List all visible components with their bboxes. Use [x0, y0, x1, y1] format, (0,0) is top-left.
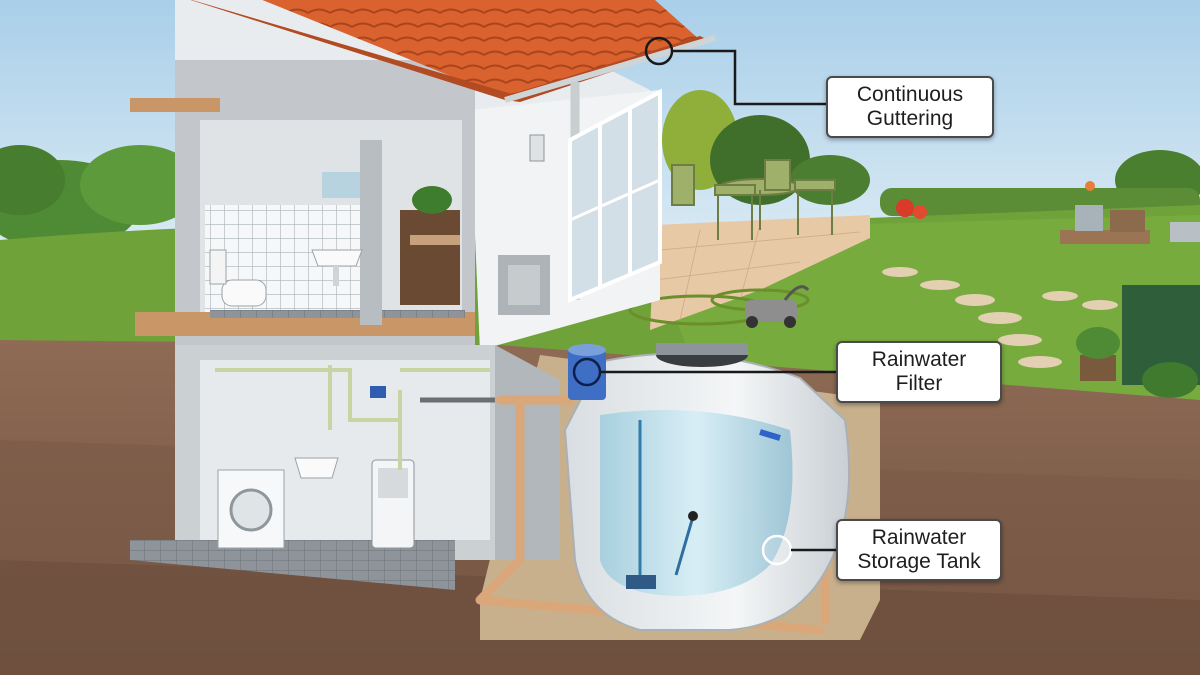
- garden-beds: [896, 181, 1200, 398]
- callout-continuous-guttering: Continuous Guttering: [826, 76, 994, 138]
- utility-sink: [294, 457, 339, 479]
- callout-filter-line1: Rainwater: [871, 348, 967, 371]
- callout-gutter-line2: Guttering: [866, 107, 954, 130]
- callout-gutter-line1: Continuous: [856, 83, 964, 106]
- patio-doors: [568, 88, 662, 304]
- callout-tank-line2: Storage Tank: [857, 550, 981, 573]
- bathroom-sink: [311, 249, 363, 286]
- callout-rainwater-filter: Rainwater Filter: [836, 341, 1002, 403]
- callout-filter-line2: Filter: [895, 372, 943, 395]
- pump-unit: [371, 459, 415, 549]
- callout-tank-line1: Rainwater: [871, 526, 967, 549]
- patio-furniture: [671, 159, 836, 240]
- toilet: [209, 249, 267, 307]
- tank-marker: [761, 534, 793, 566]
- roof: [262, 0, 700, 100]
- basement: [130, 345, 560, 590]
- storage-tank: [563, 343, 851, 631]
- callout-leaders: [572, 36, 836, 566]
- continuous-gutter: [504, 35, 716, 103]
- lawnmower: [745, 285, 810, 328]
- patio: [650, 215, 870, 330]
- tank-water: [600, 410, 793, 596]
- stepping-stones: [882, 267, 1118, 368]
- washing-machine: [217, 469, 285, 549]
- callout-rainwater-storage-tank: Rainwater Storage Tank: [836, 519, 1002, 581]
- house: [130, 0, 716, 350]
